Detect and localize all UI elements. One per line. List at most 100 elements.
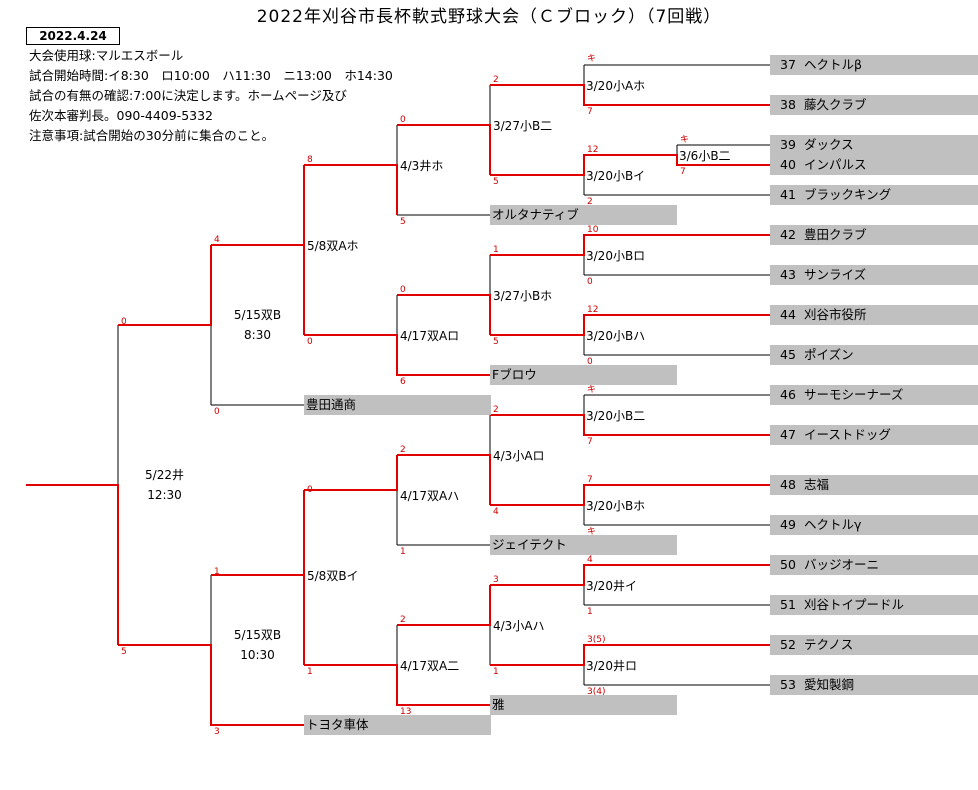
team-toyota-tsusho[interactable]: 豊田通商 — [304, 395, 491, 415]
score-m4-top: 12 — [587, 305, 599, 315]
match-r2-3: 4/3小Aロ — [493, 449, 545, 463]
team-toyota-shatai[interactable]: トヨタ車体 — [304, 715, 491, 735]
match-sf2-time: 10:30 — [240, 648, 275, 662]
match-sf1-date: 5/15双B — [233, 308, 282, 322]
score-m5-bot: 7 — [587, 437, 593, 447]
score-m2-bot: 2 — [587, 197, 593, 207]
score-t4-top: 2 — [400, 615, 406, 625]
score-t1-top: 0 — [400, 115, 406, 125]
score-s2-bot: 3 — [214, 727, 220, 737]
match-r3-4: 4/17双A二 — [400, 659, 460, 673]
score-m2-top: 12 — [587, 145, 599, 155]
match-sf2-date: 5/15双B — [233, 628, 282, 642]
match-final-date: 5/22井 — [145, 468, 184, 482]
match-r1-1: 3/20小Aホ — [586, 79, 646, 93]
match-r0: 3/6小B二 — [679, 149, 731, 163]
score-f2-bot: 1 — [307, 667, 313, 677]
score-t3-bot: 1 — [400, 547, 406, 557]
match-r1-4: 3/20小Bハ — [586, 329, 646, 343]
score-m1-top: キ — [587, 54, 597, 64]
match-r1-7: 3/20井イ — [586, 579, 637, 593]
team-alternative[interactable]: オルタナティブ — [490, 205, 677, 225]
score-m5-top: キ — [587, 385, 597, 395]
score-m8-bot: 3(4) — [587, 687, 606, 697]
match-sf1-time: 8:30 — [244, 328, 271, 342]
info-confirmation: 試合の有無の確認:7:00に決定します。ホームページ及び — [29, 88, 347, 103]
score-f1-top: 8 — [307, 155, 313, 165]
team-miyabi[interactable]: 雅 — [490, 695, 677, 715]
info-notes: 注意事項:試合開始の30分前に集合のこと。 — [29, 128, 275, 143]
score-q4-top: 3 — [493, 575, 499, 585]
match-r3-3: 4/17双Aハ — [400, 489, 460, 503]
score-q2-top: 1 — [493, 245, 499, 255]
match-r1-8: 3/20井ロ — [586, 659, 637, 673]
score-q1-top: 2 — [493, 75, 499, 85]
match-r1-3: 3/20小Bロ — [586, 249, 646, 263]
score-q4-bot: 1 — [493, 667, 499, 677]
team-jeitect[interactable]: ジェイテクト — [490, 535, 677, 555]
match-r4-2: 5/8双Bイ — [307, 569, 359, 583]
score-t2-top: 0 — [400, 285, 406, 295]
score-m8-top: 3(5) — [587, 635, 606, 645]
match-r2-2: 3/27小Bホ — [493, 289, 553, 303]
page-title: 2022年刈谷市長杯軟式野球大会（Ｃブロック）（7回戦） — [256, 7, 722, 27]
score-m3-bot: 0 — [587, 277, 593, 287]
score-s2-top: 1 — [214, 567, 220, 577]
score-f2-top: 0 — [307, 485, 313, 495]
match-r3-2: 4/17双Aロ — [400, 329, 460, 343]
match-r2-1: 3/27小B二 — [493, 119, 553, 133]
info-ball: 大会使用球:マルエスボール — [29, 48, 184, 63]
match-final-time: 12:30 — [147, 488, 182, 502]
score-q1-bot: 5 — [493, 177, 499, 187]
score-t2-bot: 6 — [400, 377, 406, 387]
info-referee: 佐次本審判長。090-4409-5332 — [29, 108, 214, 123]
date-box: 2022.4.24 — [26, 27, 120, 45]
match-r1-6: 3/20小Bホ — [586, 499, 646, 513]
score-m4-bot: 0 — [587, 357, 593, 367]
score-m0-bot: 7 — [680, 167, 686, 177]
score-t1-bot: 5 — [400, 217, 406, 227]
score-final-top: 0 — [121, 317, 127, 327]
score-q2-bot: 5 — [493, 337, 499, 347]
score-q3-bot: 4 — [493, 507, 499, 517]
score-s1-top: 4 — [214, 235, 220, 245]
score-m0-top: キ — [680, 135, 690, 145]
score-m1-bot: 7 — [587, 107, 593, 117]
score-s1-bot: 0 — [214, 407, 220, 417]
score-m7-bot: 1 — [587, 607, 593, 617]
match-r4-1: 5/8双Aホ — [307, 239, 359, 253]
score-m6-top: 7 — [587, 475, 593, 485]
score-final-bot: 5 — [121, 647, 127, 657]
score-m3-top: 10 — [587, 225, 599, 235]
match-r1-5: 3/20小B二 — [586, 409, 646, 423]
score-m7-top: 4 — [587, 555, 593, 565]
score-t4-bot: 13 — [400, 707, 412, 717]
match-r3-1: 4/3井ホ — [400, 159, 444, 173]
score-t3-top: 2 — [400, 445, 406, 455]
match-r2-4: 4/3小Aハ — [493, 619, 545, 633]
score-m6-bot: キ — [587, 527, 597, 537]
team-f-brow[interactable]: Fブロウ — [490, 365, 677, 385]
match-r1-2: 3/20小Bイ — [586, 169, 646, 183]
score-q3-top: 2 — [493, 405, 499, 415]
info-start-times: 試合開始時間:イ8:30 ロ10:00 ハ11:30 ニ13:00 ホ14:30 — [29, 68, 393, 83]
